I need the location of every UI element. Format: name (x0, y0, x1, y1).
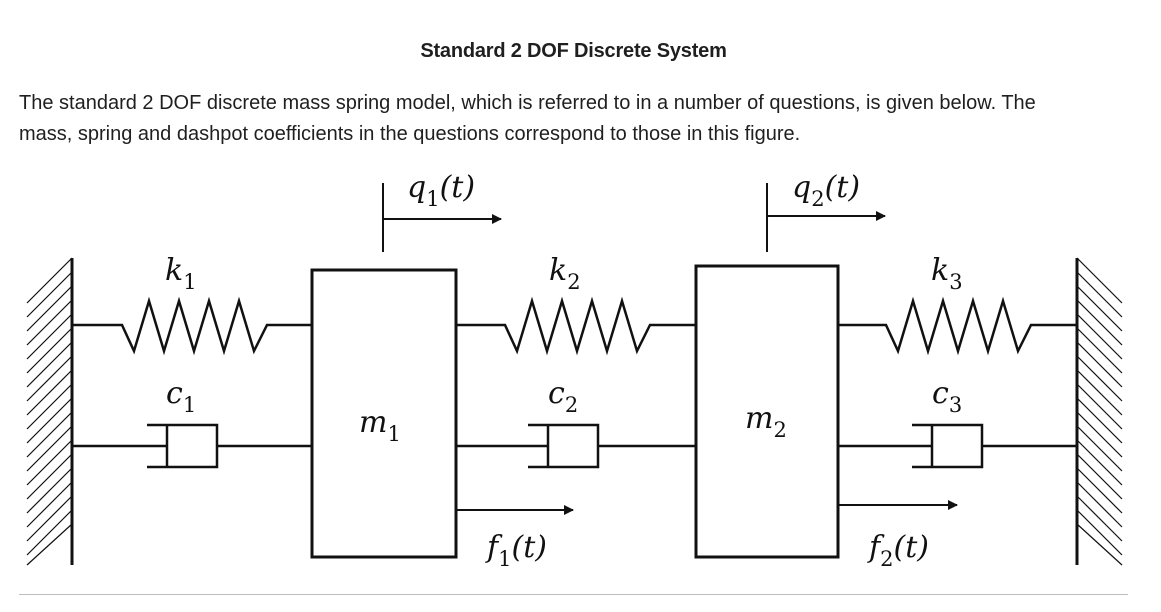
label-f2: f2(t) (867, 530, 929, 571)
label-m1: m1 (359, 405, 401, 446)
damper-c2 (456, 423, 696, 469)
label-c1: c1 (166, 376, 196, 417)
label-c2: c2 (548, 376, 578, 417)
spring-k1 (72, 296, 312, 356)
mass-m2 (694, 264, 840, 559)
label-q2: q2(t) (792, 170, 860, 211)
label-m2: m2 (745, 401, 787, 442)
label-f1: f1(t) (485, 530, 547, 571)
description-line-1: The standard 2 DOF discrete mass spring … (19, 92, 1036, 114)
mass-m1 (310, 268, 458, 559)
bottom-divider (19, 594, 1128, 595)
left-wall (26, 257, 74, 566)
damper-c3 (838, 423, 1077, 469)
label-k3: k3 (931, 253, 963, 294)
displacement-arrow-q2 (766, 183, 886, 252)
label-c3: c3 (932, 376, 962, 417)
label-q1: q1(t) (407, 170, 475, 211)
right-wall (1075, 257, 1123, 566)
spring-k3 (838, 296, 1077, 356)
damper-c1 (72, 423, 312, 469)
description-line-2: mass, spring and dashpot coefficients in… (19, 123, 801, 145)
page-title: Standard 2 DOF Discrete System (420, 40, 727, 62)
label-k1: k1 (165, 253, 197, 294)
label-k2: k2 (549, 253, 581, 294)
description-paragraph: The standard 2 DOF discrete mass spring … (19, 88, 1139, 150)
spring-k2 (456, 296, 696, 356)
displacement-arrow-q1 (382, 183, 502, 252)
